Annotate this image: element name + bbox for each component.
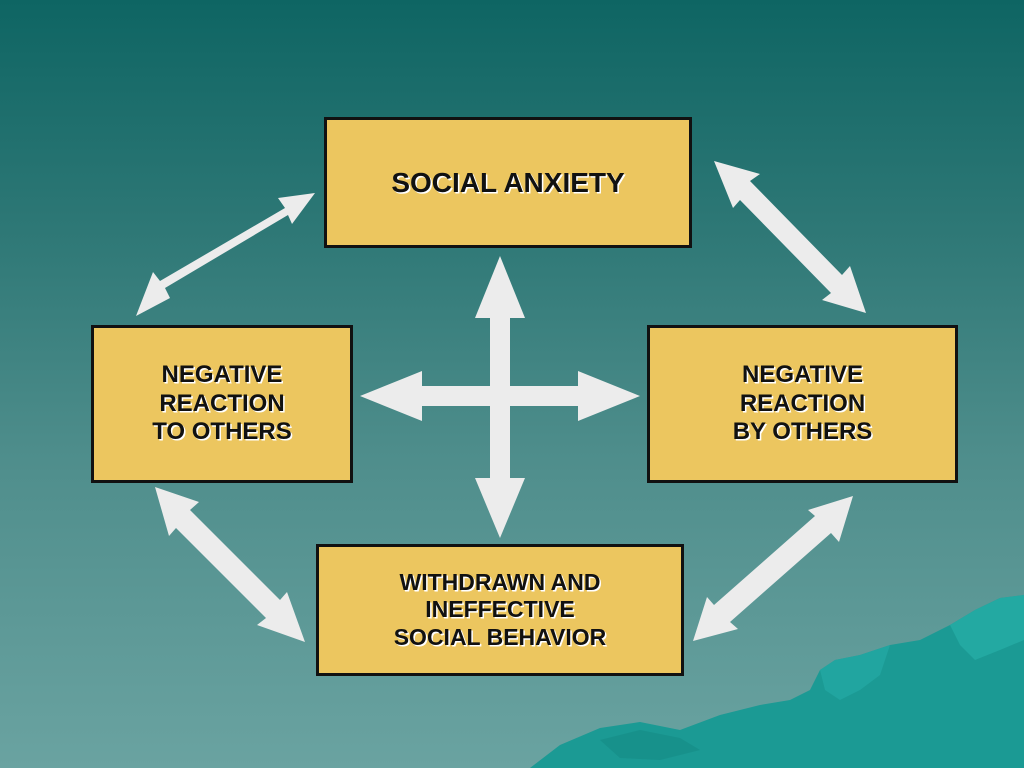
node-negative-reaction-by-others: NEGATIVE REACTION BY OTHERS — [647, 325, 958, 483]
node-label: NEGATIVE REACTION TO OTHERS — [152, 360, 292, 446]
arrow-top-left — [136, 193, 315, 316]
arrow-top-right — [714, 161, 866, 313]
node-label: NEGATIVE REACTION BY OTHERS — [732, 360, 873, 446]
node-negative-reaction-to-others: NEGATIVE REACTION TO OTHERS — [91, 325, 353, 483]
node-label: SOCIAL ANXIETY — [391, 166, 625, 198]
node-withdrawn-behavior: WITHDRAWN AND INEFFECTIVE SOCIAL BEHAVIO… — [316, 544, 684, 676]
arrow-horizontal — [360, 371, 640, 421]
node-social-anxiety: SOCIAL ANXIETY — [324, 117, 692, 248]
arrow-left-bottom — [155, 487, 305, 642]
node-label: WITHDRAWN AND INEFFECTIVE SOCIAL BEHAVIO… — [393, 568, 607, 650]
arrow-right-bottom — [693, 496, 853, 641]
